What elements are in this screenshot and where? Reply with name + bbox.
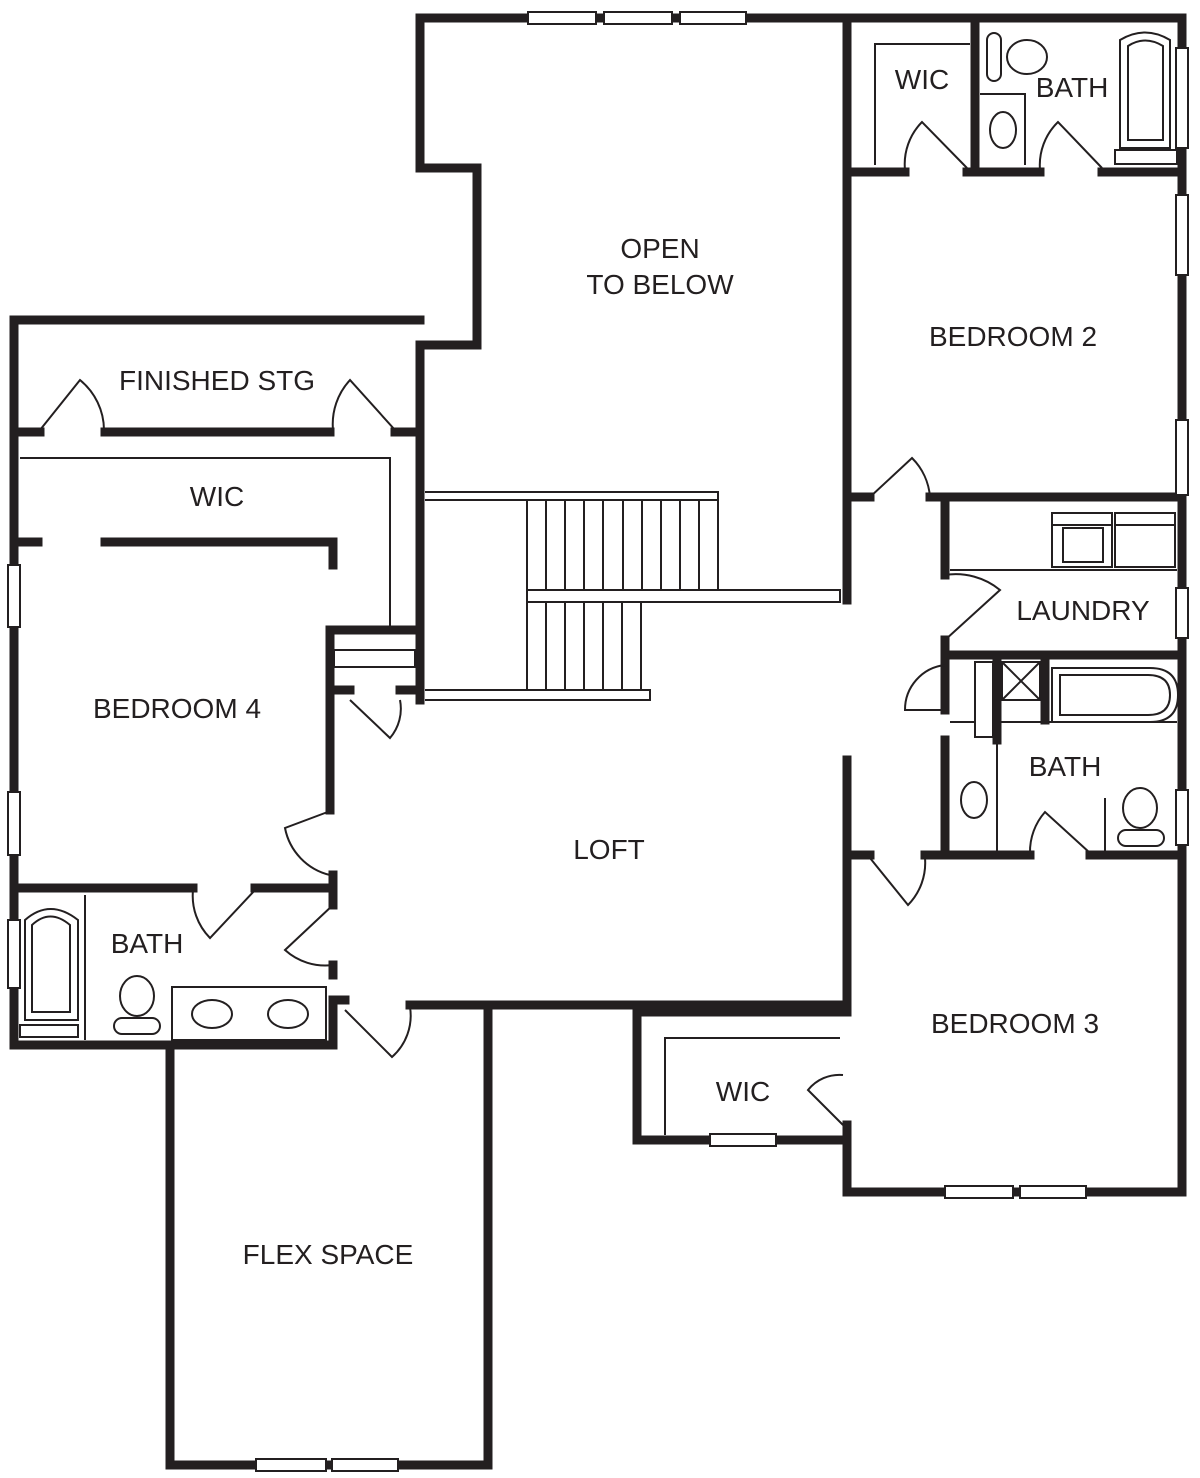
label-finished-stg: FINISHED STG [119, 365, 315, 396]
label-laundry: LAUNDRY [1016, 595, 1150, 626]
label-bedroom-2: BEDROOM 2 [929, 321, 1097, 352]
label-wic-bottom: WIC [716, 1076, 770, 1107]
label-loft: LOFT [573, 834, 645, 865]
label-bath-right: BATH [1029, 751, 1102, 782]
label-bedroom-3: BEDROOM 3 [931, 1008, 1099, 1039]
label-wic-left: WIC [190, 481, 244, 512]
label-open-to-below-line-2: TO BELOW [586, 269, 734, 300]
label-wic-top: WIC [895, 64, 949, 95]
windows [7, 11, 1189, 1472]
interior-lines [20, 43, 1177, 1135]
doors [39, 120, 1103, 1126]
label-open-to-below-line-1: OPEN [620, 233, 699, 264]
room-labels: OPEN TO BELOW WIC BATH BEDROOM 2 FINISHE… [93, 64, 1150, 1270]
label-flex-space: FLEX SPACE [243, 1239, 414, 1270]
walls [9, 13, 1187, 1470]
label-bath-left: BATH [111, 928, 184, 959]
stair-treads [526, 500, 700, 690]
label-bedroom-4: BEDROOM 4 [93, 693, 261, 724]
fixtures [19, 31, 1180, 1038]
label-bath-top: BATH [1036, 72, 1109, 103]
